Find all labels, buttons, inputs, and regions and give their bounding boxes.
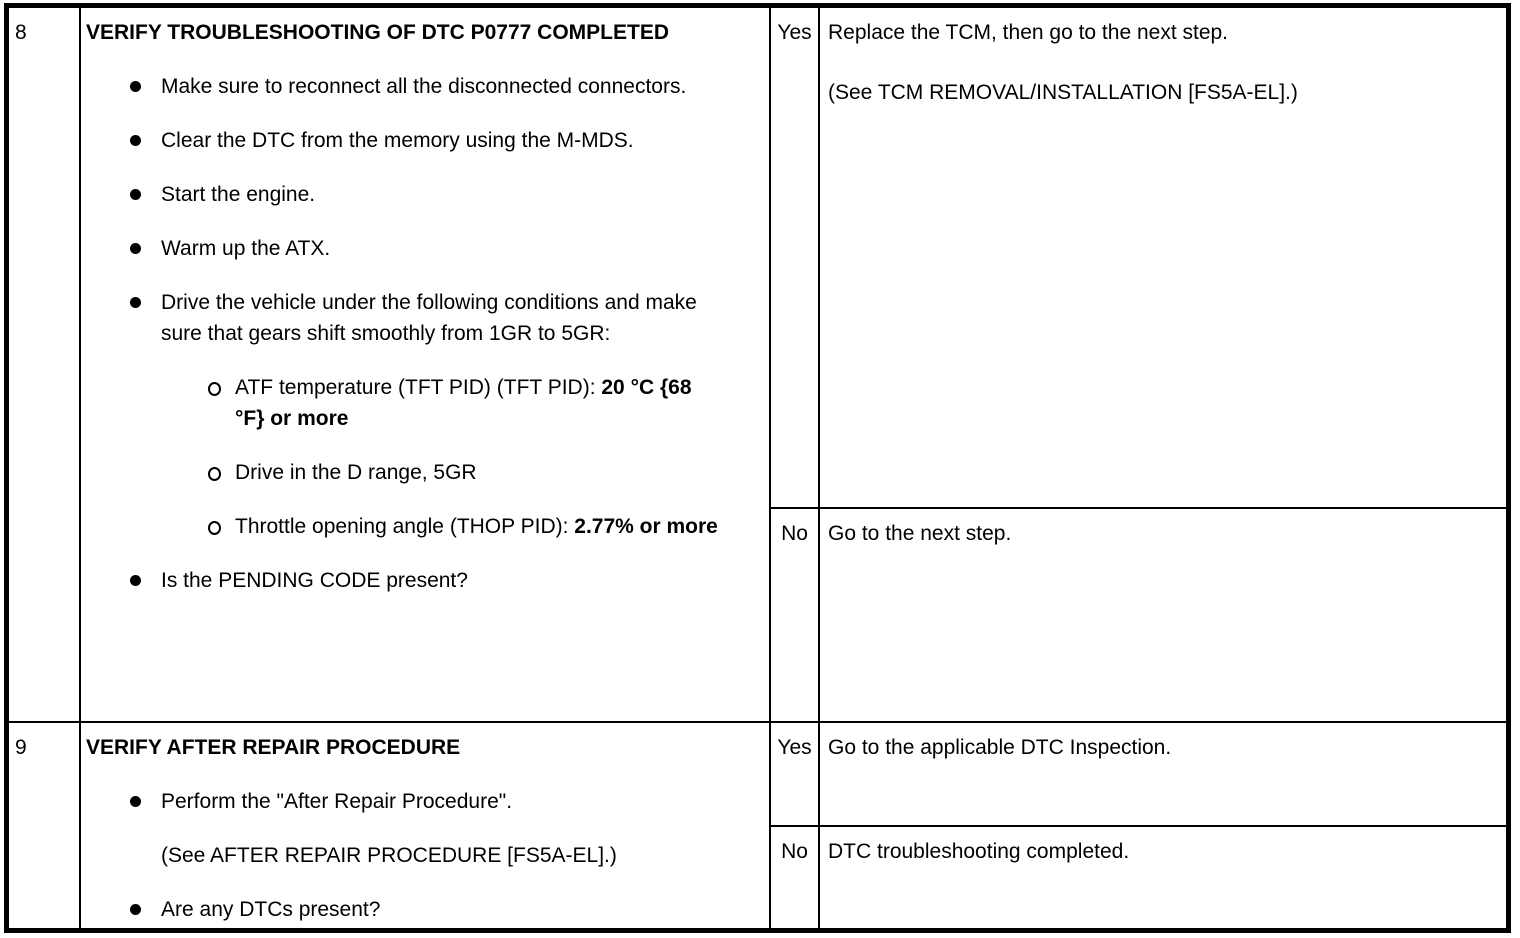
condition-text-normal: Drive in the D range, 5GR <box>235 461 477 484</box>
result-line: Go to the applicable DTC Inspection. <box>828 736 1172 759</box>
condition-text: ATF temperature (TFT PID) (TFT PID): 20 … <box>235 372 725 434</box>
no-label: No <box>781 840 808 863</box>
result-line: DTC troubleshooting completed. <box>828 840 1130 863</box>
question-item: Are any DTCs present? <box>130 894 765 925</box>
yes-branch: Yes Replace the TCM, then go to the next… <box>771 8 1506 509</box>
list-item-text: Perform the "After Repair Procedure". <box>161 790 513 813</box>
list-item: Warm up the ATX. <box>130 233 765 264</box>
decision-cell: Yes Replace the TCM, then go to the next… <box>771 8 1506 721</box>
bullet-icon <box>130 243 141 254</box>
table-row-step-8: 8 VERIFY TROUBLESHOOTING OF DTC P0777 CO… <box>9 8 1506 723</box>
result-line: Replace the TCM, then go to the next ste… <box>828 21 1229 44</box>
bullet-icon <box>130 575 141 586</box>
yes-label: Yes <box>777 21 812 44</box>
action-cell: VERIFY AFTER REPAIR PROCEDURE Perform th… <box>81 723 771 928</box>
no-label-cell: No <box>771 509 820 721</box>
condition-item: ATF temperature (TFT PID) (TFT PID): 20 … <box>208 372 765 434</box>
yes-label-cell: Yes <box>771 723 820 825</box>
result-line: Go to the next step. <box>828 522 1012 545</box>
yes-label-cell: Yes <box>771 8 820 507</box>
no-result-cell: DTC troubleshooting completed. <box>820 827 1506 928</box>
yes-label: Yes <box>777 736 812 759</box>
no-branch: No Go to the next step. <box>771 509 1506 721</box>
step-number-cell: 8 <box>9 8 81 721</box>
circle-bullet-icon <box>208 382 221 396</box>
question-text: Is the PENDING CODE present? <box>161 569 468 592</box>
action-cell: VERIFY TROUBLESHOOTING OF DTC P0777 COMP… <box>81 8 771 721</box>
action-title: VERIFY TROUBLESHOOTING OF DTC P0777 COMP… <box>86 21 670 44</box>
bullet-icon <box>130 904 141 915</box>
yes-branch: Yes Go to the applicable DTC Inspection. <box>771 723 1506 827</box>
bullet-icon <box>130 796 141 807</box>
step-number: 9 <box>15 736 27 759</box>
circle-bullet-icon <box>208 467 221 481</box>
no-label: No <box>781 522 808 545</box>
yes-result-cell: Go to the applicable DTC Inspection. <box>820 723 1506 825</box>
yes-result-cell: Replace the TCM, then go to the next ste… <box>820 8 1506 507</box>
no-result-cell: Go to the next step. <box>820 509 1506 721</box>
step-number: 8 <box>15 21 27 44</box>
list-item: Perform the "After Repair Procedure". <box>130 786 765 817</box>
condition-item: Drive in the D range, 5GR <box>208 457 765 488</box>
list-item: Make sure to reconnect all the disconnec… <box>130 71 765 102</box>
circle-bullet-icon <box>208 521 221 535</box>
table-row-step-9: 9 VERIFY AFTER REPAIR PROCEDURE Perform … <box>9 723 1506 928</box>
condition-text: Throttle opening angle (THOP PID): 2.77%… <box>235 511 718 542</box>
condition-text-bold: 20 °C {68 °F} or more <box>235 376 692 430</box>
decision-cell: Yes Go to the applicable DTC Inspection.… <box>771 723 1506 928</box>
list-item-text: Clear the DTC from the memory using the … <box>161 129 634 152</box>
condition-text-normal: Throttle opening angle (THOP PID): <box>235 515 575 538</box>
condition-text: Drive in the D range, 5GR <box>235 457 477 488</box>
list-item: Drive the vehicle under the following co… <box>130 287 765 349</box>
list-item-text: Drive the vehicle under the following co… <box>161 291 697 345</box>
reference-note: (See AFTER REPAIR PROCEDURE [FS5A-EL].) <box>161 844 617 867</box>
bullet-icon <box>130 81 141 92</box>
list-item-text: Warm up the ATX. <box>161 237 331 260</box>
bullet-icon <box>130 189 141 200</box>
bullet-icon <box>130 135 141 146</box>
list-item: Clear the DTC from the memory using the … <box>130 125 765 156</box>
no-label-cell: No <box>771 827 820 928</box>
action-title: VERIFY AFTER REPAIR PROCEDURE <box>86 736 461 759</box>
list-item: Start the engine. <box>130 179 765 210</box>
no-branch: No DTC troubleshooting completed. <box>771 827 1506 928</box>
question-text: Are any DTCs present? <box>161 898 381 921</box>
condition-item: Throttle opening angle (THOP PID): 2.77%… <box>208 511 765 542</box>
condition-text-bold: 2.77% or more <box>574 515 718 538</box>
step-number-cell: 9 <box>9 723 81 928</box>
dtc-troubleshooting-table: 8 VERIFY TROUBLESHOOTING OF DTC P0777 CO… <box>4 3 1511 933</box>
bullet-icon <box>130 297 141 308</box>
list-item-text: Make sure to reconnect all the disconnec… <box>161 75 687 98</box>
question-item: Is the PENDING CODE present? <box>130 565 765 596</box>
list-item-text: Start the engine. <box>161 183 316 206</box>
condition-text-normal: ATF temperature (TFT PID) (TFT PID): <box>235 376 602 399</box>
result-reference-line: (See TCM REMOVAL/INSTALLATION [FS5A-EL].… <box>828 81 1298 104</box>
